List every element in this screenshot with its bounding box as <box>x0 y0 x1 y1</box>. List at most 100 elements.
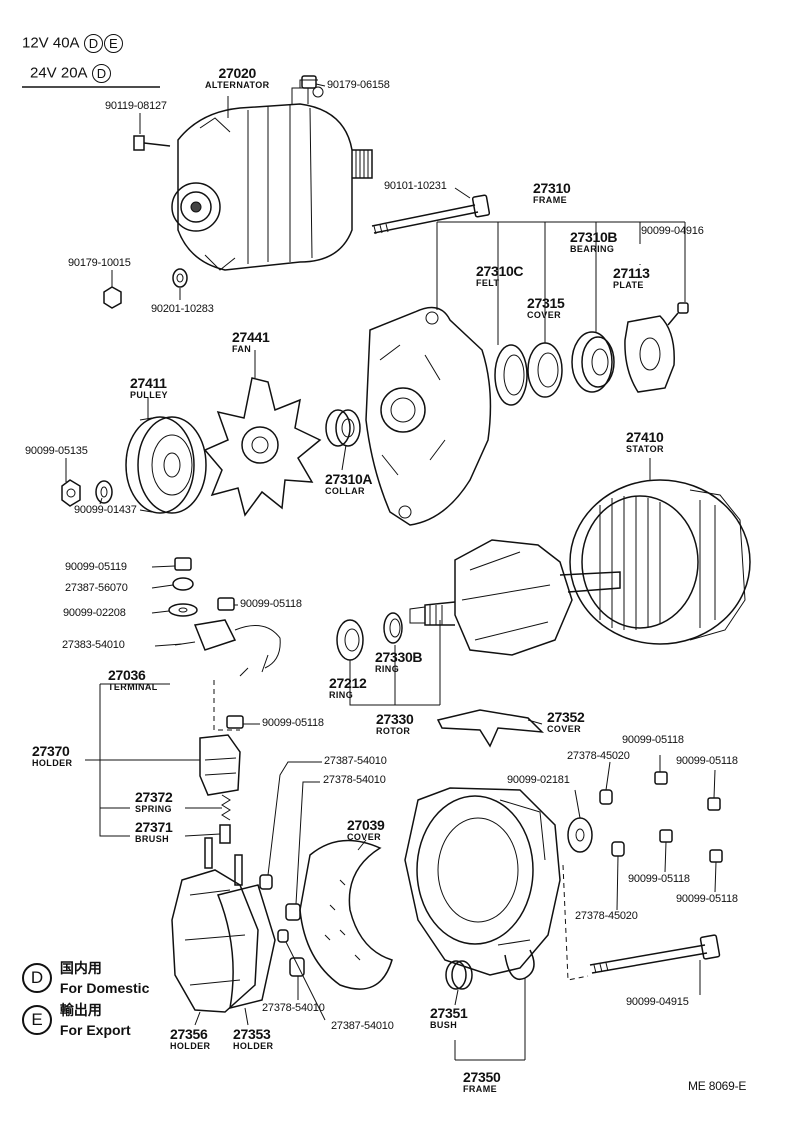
part-number: 27353 <box>233 1026 271 1042</box>
nut-90099-05118-e <box>659 829 673 843</box>
label-27113: 27113 PLATE <box>613 266 650 290</box>
label-27356: 27356 HOLDER <box>170 1027 210 1051</box>
label-27371: 27371 BRUSH <box>135 819 173 844</box>
bearing-27310B <box>571 331 615 393</box>
legend-domestic: D 国内用 For Domestic <box>22 958 149 998</box>
label-27212: 27212 RING <box>329 676 367 700</box>
part-name: FRAME <box>533 195 567 205</box>
label-90099-04916: 90099-04916 <box>641 225 704 237</box>
label-90099-04915: 90099-04915 <box>626 996 689 1008</box>
part-number: 27330 <box>376 711 414 727</box>
nut-90099-05118-d <box>707 797 721 811</box>
label-27353: 27353 HOLDER <box>233 1027 273 1051</box>
part-number: 27411 <box>130 375 167 391</box>
insulator-27378-45020-a <box>599 789 613 805</box>
drive-end-frame <box>365 306 492 526</box>
part-number: 27310C <box>476 263 524 279</box>
label-90101-10231: 90101-10231 <box>384 180 447 192</box>
nut-90099-05118-c <box>654 771 668 785</box>
label-90099-05118-e: 90099-05118 <box>628 873 690 885</box>
part-number: 27350 <box>463 1069 501 1085</box>
part-name: BUSH <box>430 1020 458 1030</box>
label-27039: 27039 COVER <box>347 818 385 842</box>
bush-27387-56070 <box>172 577 194 591</box>
part-name: STATOR <box>626 444 664 454</box>
part-name: ALTERNATOR <box>205 80 270 90</box>
label-27330: 27330 ROTOR <box>376 711 414 736</box>
label-27372: 27372 SPRING <box>135 790 173 814</box>
frame-dashed-line <box>562 864 589 981</box>
label-27411: 27411 PULLEY <box>130 376 168 400</box>
screw-90099-04916 <box>667 302 689 326</box>
legend-export-jp: 輸出用 <box>59 1002 102 1018</box>
part-number: 27371 <box>135 819 173 835</box>
label-27441: 27441 FAN <box>232 329 270 354</box>
holder-27356 <box>171 837 259 1013</box>
insulator-27387-54010-b <box>277 929 289 943</box>
holder-27370 <box>199 734 241 796</box>
terminal-27383-54010 <box>174 619 281 677</box>
cover-27352 <box>436 709 544 748</box>
part-number: 27020 <box>218 65 257 81</box>
holder-27353 <box>216 884 276 1010</box>
nut-90099-05118-a <box>217 597 235 611</box>
label-27410: 27410 STATOR <box>626 430 664 454</box>
label-90099-05118-b: 90099-05118 <box>262 717 324 729</box>
insulator-27378-54010-b <box>289 957 305 977</box>
part-number: 27310A <box>325 471 373 487</box>
bolt-90119-08127 <box>133 135 171 151</box>
part-number: 27356 <box>170 1026 208 1042</box>
nut-90179-10015 <box>103 286 122 309</box>
label-27330B: 27330B RING <box>375 650 423 674</box>
part-number: 27310 <box>533 180 571 196</box>
rating-12v-text: 12V 40A <box>22 34 79 52</box>
label-27310: 27310 FRAME <box>533 180 571 205</box>
part-name: COLLAR <box>325 486 365 496</box>
part-number: 27113 <box>613 265 650 281</box>
label-90119-08127: 90119-08127 <box>105 100 167 112</box>
cover-27315 <box>527 342 563 398</box>
label-90099-05119: 90099-05119 <box>65 561 127 573</box>
legend-export-en: For Export <box>59 1022 131 1038</box>
part-number: 27352 <box>547 709 585 725</box>
label-27351: 27351 BUSH <box>430 1005 468 1030</box>
legend-export: E 輸出用 For Export <box>22 1000 131 1040</box>
legend-export-mark: E <box>22 1005 52 1035</box>
nut-90099-05118-f <box>709 849 723 863</box>
terminal-dashed-line <box>213 680 240 731</box>
label-27387-56070: 27387-56070 <box>65 582 128 594</box>
label-27378-45020-b: 27378-45020 <box>575 910 638 922</box>
insulator-27378-54010-a <box>285 903 301 921</box>
label-90099-05118-a: 90099-05118 <box>240 598 302 610</box>
label-27310C: 27310C FELT <box>476 263 524 288</box>
rear-frame-27350 <box>404 787 561 980</box>
cover-27039 <box>299 839 393 990</box>
washer-90099-01437 <box>95 480 113 504</box>
nut-90099-05135 <box>61 479 81 507</box>
part-name: FAN <box>232 344 252 354</box>
washer-90201-10283 <box>172 268 188 288</box>
pulley-27411 <box>125 416 207 514</box>
part-name: FELT <box>476 278 500 288</box>
part-number: 27351 <box>430 1005 468 1021</box>
part-number: 27441 <box>232 329 270 345</box>
part-name: COVER <box>527 310 562 320</box>
legend-domestic-mark: D <box>22 963 52 993</box>
rating-24v: 24V 20A D <box>30 64 111 83</box>
part-name: HOLDER <box>32 758 73 768</box>
stator-27410 <box>569 479 751 645</box>
part-name: RING <box>375 664 400 674</box>
bush-27351 <box>445 960 473 990</box>
part-name: COVER <box>547 724 582 734</box>
part-number: 27370 <box>32 743 70 759</box>
label-90179-06158: 90179-06158 <box>327 79 390 91</box>
label-27383-54010: 27383-54010 <box>62 639 125 651</box>
through-bolt-90099-04915 <box>589 934 721 974</box>
label-27378-54010-b: 27378-54010 <box>262 1002 325 1014</box>
brush-27371 <box>219 824 231 844</box>
label-27370: 27370 HOLDER <box>32 744 72 768</box>
part-name: SPRING <box>135 804 172 814</box>
